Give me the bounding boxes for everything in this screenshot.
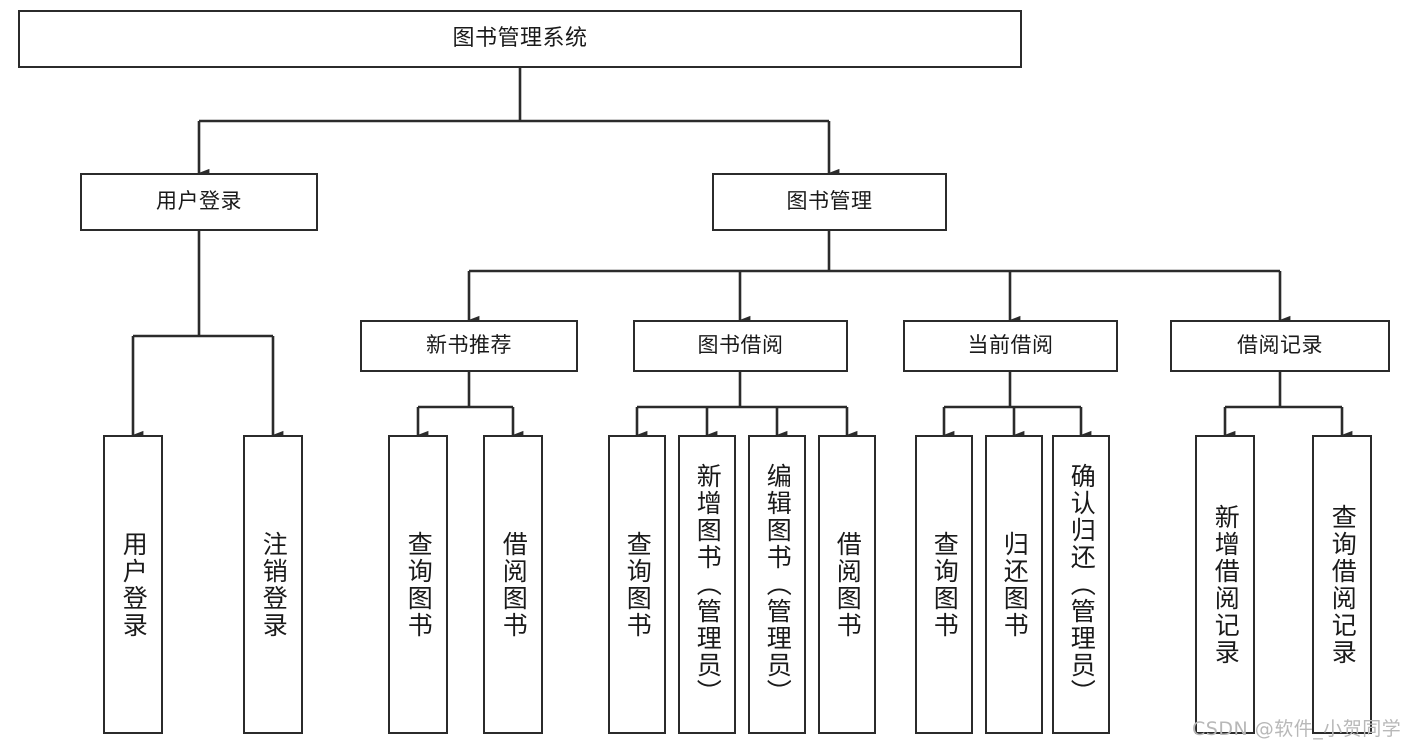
node-leaf-add-record[interactable]: 新增借阅记录 xyxy=(1195,435,1255,734)
node-leaf-add-book-label: 新增图书（管理员） xyxy=(693,463,723,706)
node-leaf-query-book-1[interactable]: 查询图书 xyxy=(388,435,448,734)
node-leaf-query-book-3-label: 查询图书 xyxy=(930,530,960,639)
node-leaf-confirm-return-label: 确认归还（管理员） xyxy=(1067,463,1097,706)
node-leaf-query-record[interactable]: 查询借阅记录 xyxy=(1312,435,1372,734)
node-leaf-query-record-label: 查询借阅记录 xyxy=(1328,503,1358,666)
node-leaf-edit-book-label: 编辑图书（管理员） xyxy=(763,463,793,706)
node-book-borrow[interactable]: 图书借阅 xyxy=(633,320,848,372)
node-leaf-query-book-2-label: 查询图书 xyxy=(623,530,653,639)
csdn-watermark: CSDN @软件_小贺同学 xyxy=(1192,718,1402,740)
node-leaf-borrow-book-2-label: 借阅图书 xyxy=(833,530,863,639)
node-borrow-record-label: 借阅记录 xyxy=(1237,333,1323,358)
node-book-manage-label: 图书管理 xyxy=(786,189,873,214)
node-leaf-edit-book[interactable]: 编辑图书（管理员） xyxy=(748,435,806,734)
node-root-label: 图书管理系统 xyxy=(452,25,588,51)
node-leaf-borrow-book-2[interactable]: 借阅图书 xyxy=(818,435,876,734)
node-current-borrow-label: 当前借阅 xyxy=(967,333,1054,358)
node-leaf-user-logout-label: 注销登录 xyxy=(259,530,289,639)
node-leaf-return-book-label: 归还图书 xyxy=(1000,530,1030,639)
node-user-login[interactable]: 用户登录 xyxy=(80,173,318,231)
node-leaf-add-record-label: 新增借阅记录 xyxy=(1211,503,1241,666)
node-leaf-confirm-return[interactable]: 确认归还（管理员） xyxy=(1052,435,1110,734)
node-user-login-label: 用户登录 xyxy=(156,189,242,214)
node-borrow-record[interactable]: 借阅记录 xyxy=(1170,320,1390,372)
node-leaf-return-book[interactable]: 归还图书 xyxy=(985,435,1043,734)
node-current-borrow[interactable]: 当前借阅 xyxy=(903,320,1118,372)
node-leaf-query-book-2[interactable]: 查询图书 xyxy=(608,435,666,734)
node-book-manage[interactable]: 图书管理 xyxy=(712,173,947,231)
node-leaf-user-login[interactable]: 用户登录 xyxy=(103,435,163,734)
node-leaf-add-book[interactable]: 新增图书（管理员） xyxy=(678,435,736,734)
node-leaf-query-book-1-label: 查询图书 xyxy=(404,530,434,639)
node-leaf-query-book-3[interactable]: 查询图书 xyxy=(915,435,973,734)
node-leaf-borrow-book-1-label: 借阅图书 xyxy=(499,530,529,639)
node-leaf-borrow-book-1[interactable]: 借阅图书 xyxy=(483,435,543,734)
node-new-book-recommend-label: 新书推荐 xyxy=(426,333,512,358)
node-new-book-recommend[interactable]: 新书推荐 xyxy=(360,320,578,372)
node-leaf-user-logout[interactable]: 注销登录 xyxy=(243,435,303,734)
node-root[interactable]: 图书管理系统 xyxy=(18,10,1022,68)
node-leaf-user-login-label: 用户登录 xyxy=(119,530,149,639)
node-book-borrow-label: 图书借阅 xyxy=(697,333,784,358)
